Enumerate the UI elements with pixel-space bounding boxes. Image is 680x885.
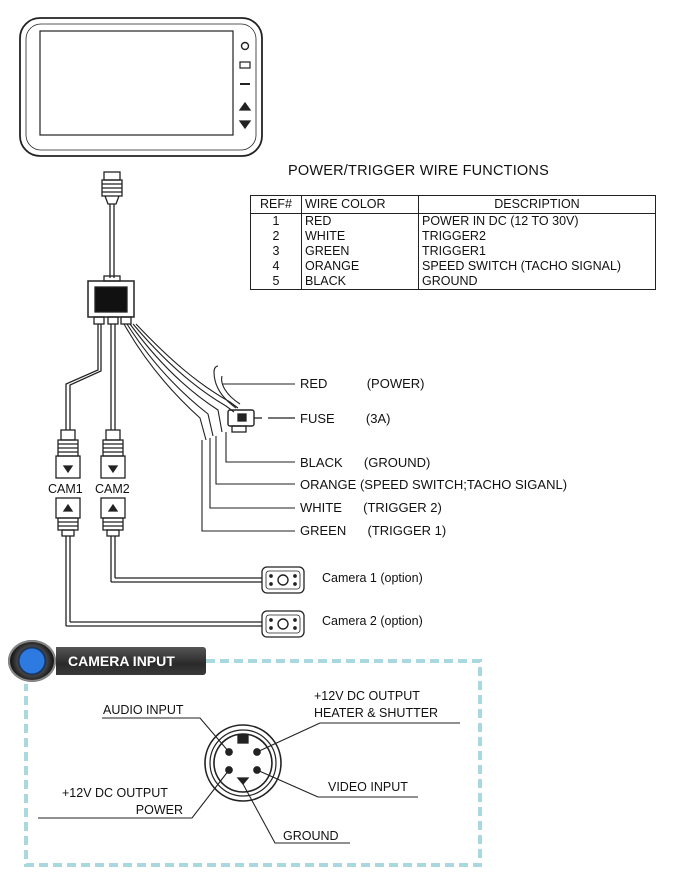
cam1-connector [55, 429, 81, 479]
label-green-note: (TRIGGER 1) [367, 523, 447, 538]
table-row: 5 BLACK GROUND [250, 274, 656, 290]
label-red-name: RED [300, 376, 328, 391]
label-fuse-name: FUSE [300, 411, 335, 426]
junction-box [87, 275, 135, 325]
camera2-option-label: Camera 2 (option) [322, 614, 423, 628]
wire-functions-table: REF# WIRE COLOR DESCRIPTION 1 RED POWER … [250, 195, 656, 290]
output-heater-label-line2: HEATER & SHUTTER [314, 706, 439, 720]
label-black-note: (GROUND) [363, 455, 431, 470]
camera1-option-label: Camera 1 (option) [322, 571, 423, 585]
label-fuse: FUSE (3A) [300, 411, 390, 426]
row-color: RED [301, 213, 419, 229]
wire-functions-title: POWER/TRIGGER WIRE FUNCTIONS [288, 163, 549, 179]
label-white-name: WHITE [300, 500, 342, 515]
output-heater-label-line1: +12V DC OUTPUT [314, 689, 420, 703]
output-power-label-line2: POWER [135, 803, 183, 817]
up-button-icon [238, 101, 252, 111]
row-description: TRIGGER2 [418, 229, 656, 244]
camera-input-frame [24, 659, 482, 867]
label-fuse-note: (3A) [365, 411, 391, 426]
label-orange-name: ORANGE [300, 477, 357, 492]
label-black-name: BLACK [300, 455, 343, 470]
video-input-label: VIDEO INPUT [328, 780, 408, 794]
label-white-note: (TRIGGER 2) [363, 500, 442, 515]
fuse-icon [227, 409, 295, 433]
table-header-row: REF# WIRE COLOR DESCRIPTION [250, 195, 656, 214]
label-white-wire: WHITE (TRIGGER 2) [300, 500, 442, 515]
wire-harness [123, 323, 295, 441]
label-orange-wire: ORANGE (SPEED SWITCH;TACHO SIGANL) [300, 477, 567, 492]
row-ref: 5 [250, 274, 302, 290]
ground-label: GROUND [283, 829, 339, 843]
header-description: DESCRIPTION [418, 195, 656, 214]
table-row: 1 RED POWER IN DC (12 TO 30V) [250, 213, 656, 229]
row-color: ORANGE [301, 259, 419, 274]
row-description: GROUND [418, 274, 656, 290]
connector-leader-lines [38, 717, 460, 844]
camera1-side-connector [55, 497, 262, 627]
camera-input-title: CAMERA INPUT [56, 647, 206, 675]
cam2-connector [100, 429, 126, 479]
label-orange-note: (SPEED SWITCH;TACHO SIGANL) [359, 477, 568, 492]
cam1-label: CAM1 [48, 482, 83, 496]
monitor [19, 17, 263, 157]
row-ref: 3 [250, 244, 302, 259]
label-red-note: (POWER) [366, 376, 425, 391]
output-power-label-line1: +12V DC OUTPUT [62, 786, 168, 800]
row-ref: 4 [250, 259, 302, 274]
wire-leader-lines [201, 432, 295, 532]
cam2-label: CAM2 [95, 482, 130, 496]
menu-button-icon [239, 61, 251, 69]
down-button-icon [238, 120, 252, 130]
label-green-name: GREEN [300, 523, 347, 538]
row-ref: 1 [250, 213, 302, 229]
table-row: 3 GREEN TRIGGER1 [250, 244, 656, 259]
header-wire-color: WIRE COLOR [301, 195, 419, 214]
table-row: 2 WHITE TRIGGER2 [250, 229, 656, 244]
row-color: WHITE [301, 229, 419, 244]
header-ref: REF# [250, 195, 302, 214]
row-description: TRIGGER1 [418, 244, 656, 259]
audio-input-label: AUDIO INPUT [103, 703, 184, 717]
row-color: BLACK [301, 274, 419, 290]
label-black-wire: BLACK (GROUND) [300, 455, 430, 470]
row-ref: 2 [250, 229, 302, 244]
camera-input-bullet-icon [8, 640, 56, 682]
camera2-side-connector [100, 497, 262, 583]
monitor-plug [101, 171, 123, 278]
table-row: 4 ORANGE SPEED SWITCH (TACHO SIGNAL) [250, 259, 656, 274]
label-green-wire: GREEN (TRIGGER 1) [300, 523, 446, 538]
camera1-icon [261, 566, 305, 594]
camera2-icon [261, 610, 305, 638]
row-description: SPEED SWITCH (TACHO SIGNAL) [418, 259, 656, 274]
row-color: GREEN [301, 244, 419, 259]
label-red-wire: RED (POWER) [300, 376, 424, 391]
power-button-icon [240, 41, 250, 51]
row-description: POWER IN DC (12 TO 30V) [418, 213, 656, 229]
